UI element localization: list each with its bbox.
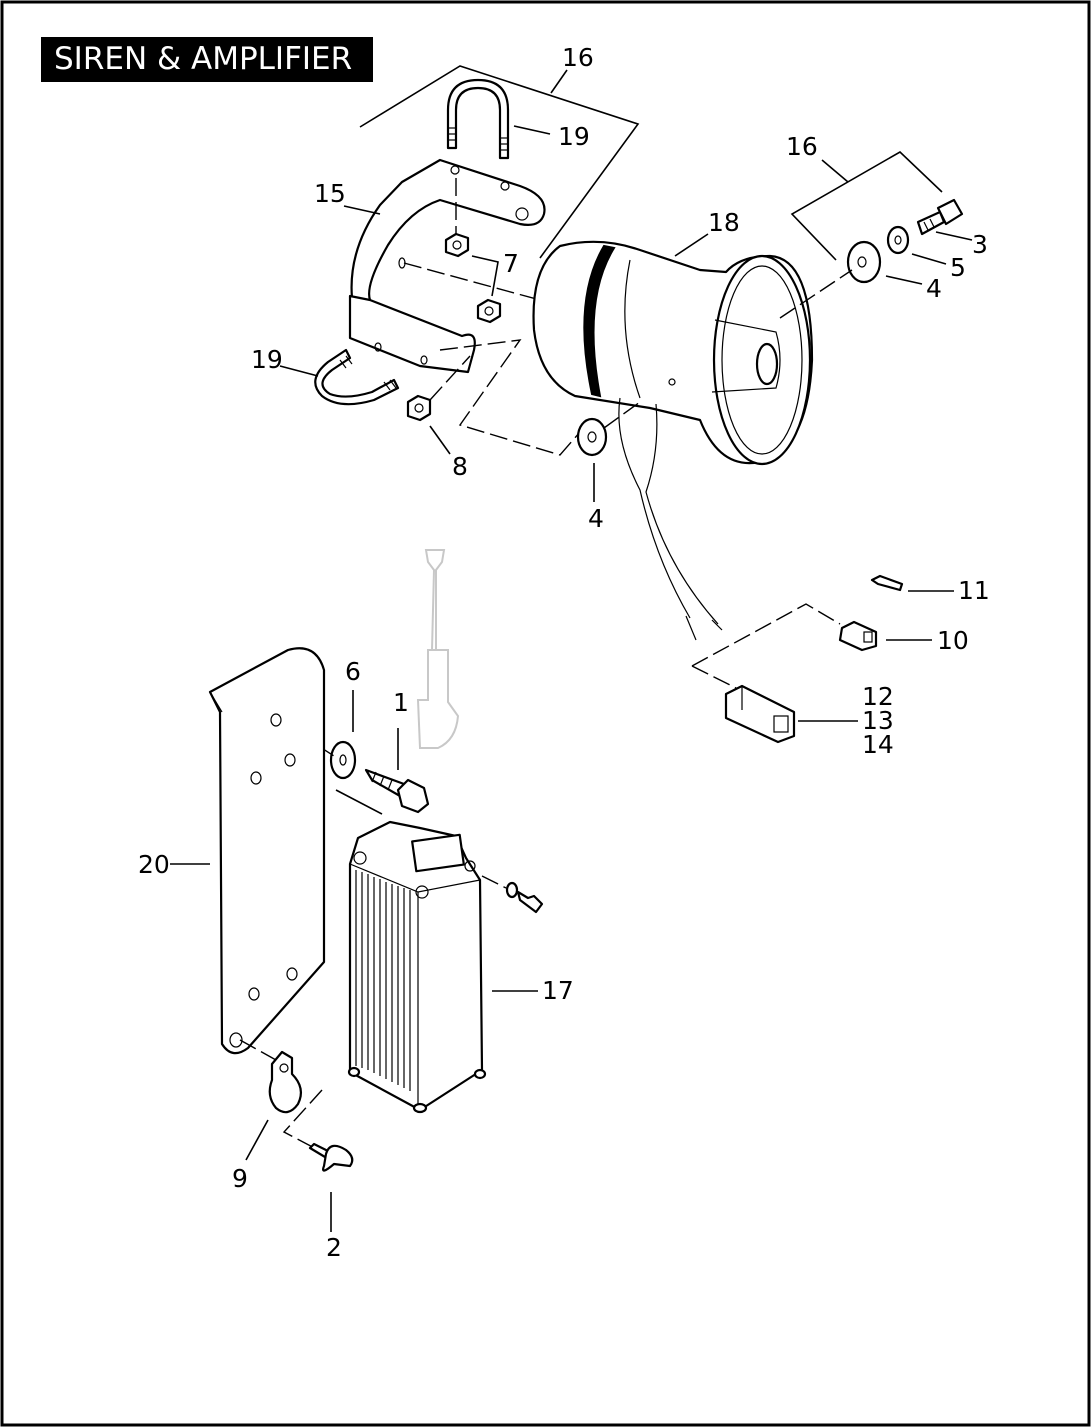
callout-19-top: 19: [558, 122, 590, 151]
leader-3: [935, 231, 973, 241]
nut-7-b: [476, 298, 502, 324]
washer-4-lower: [576, 401, 641, 457]
callout-2: 2: [326, 1233, 342, 1262]
terminal-11: [870, 574, 904, 592]
callout-11: 11: [958, 576, 990, 605]
callout-17: 17: [542, 976, 574, 1005]
connector-12-13-14: [724, 684, 796, 744]
connector-path-dashed: [691, 603, 841, 667]
nut-8: [406, 355, 471, 422]
callout-13: 13: [862, 706, 894, 735]
callout-1: 1: [393, 688, 409, 717]
wing-screw-2: [308, 1142, 354, 1172]
callout-14: 14: [862, 730, 894, 759]
leader-19-bottom: [279, 365, 319, 377]
callout-20: 20: [138, 850, 170, 879]
callout-19-bottom: 19: [251, 345, 283, 374]
amplifier: [347, 820, 487, 1114]
lock-washer-5: [886, 225, 910, 255]
nut-7-a: [444, 232, 470, 258]
leader-4-upper: [885, 275, 923, 285]
u-bolt-bottom: [314, 348, 400, 406]
leader-9: [245, 1119, 269, 1161]
amplifier-fins: [355, 870, 411, 1091]
leader-8: [429, 425, 451, 455]
kit-bracket-16-outline: [359, 65, 640, 259]
callout-16-top: 16: [562, 43, 594, 72]
amplifier-screw: [481, 875, 544, 914]
diagram-title: SIREN & AMPLIFIER: [41, 37, 373, 82]
callout-7: 7: [503, 249, 519, 278]
callout-10: 10: [937, 626, 969, 655]
leader-5: [911, 253, 947, 265]
callout-4-lower: 4: [588, 504, 604, 533]
connector-10: [838, 620, 878, 652]
callout-8: 8: [452, 452, 468, 481]
leader-18: [674, 233, 709, 257]
leader-15: [343, 205, 381, 215]
bolt-1: [364, 768, 430, 814]
callout-5: 5: [950, 253, 966, 282]
washer-6: [329, 740, 357, 780]
bolt-axis-line: [335, 789, 383, 815]
kit-bracket-16-right-outline: [790, 151, 943, 261]
ghost-cable: [416, 549, 460, 749]
connector-path-dashed-2: [691, 665, 741, 691]
clamp-path-dashed: [282, 1089, 323, 1153]
leader-7: [471, 255, 499, 297]
callout-4-upper: 4: [926, 274, 942, 303]
callout-9: 9: [232, 1164, 248, 1193]
leader-19-top: [513, 125, 551, 135]
hardware-path-dashed: [439, 339, 581, 456]
siren-speaker: [532, 240, 814, 641]
mounting-plate: [208, 647, 326, 1055]
callout-16-right: 16: [786, 132, 818, 161]
clamp-9: [239, 1039, 303, 1114]
callout-18: 18: [708, 208, 740, 237]
siren-bracket: [348, 158, 546, 374]
callout-6: 6: [345, 657, 361, 686]
callout-3: 3: [972, 230, 988, 259]
leader-16-right: [821, 159, 849, 183]
callout-12: 12: [862, 682, 894, 711]
hardware-axis-dashed: [779, 269, 853, 319]
u-bolt-top: [446, 78, 510, 160]
washer-4-upper: [846, 240, 882, 284]
bolt-3: [916, 198, 964, 236]
callout-15: 15: [314, 179, 346, 208]
